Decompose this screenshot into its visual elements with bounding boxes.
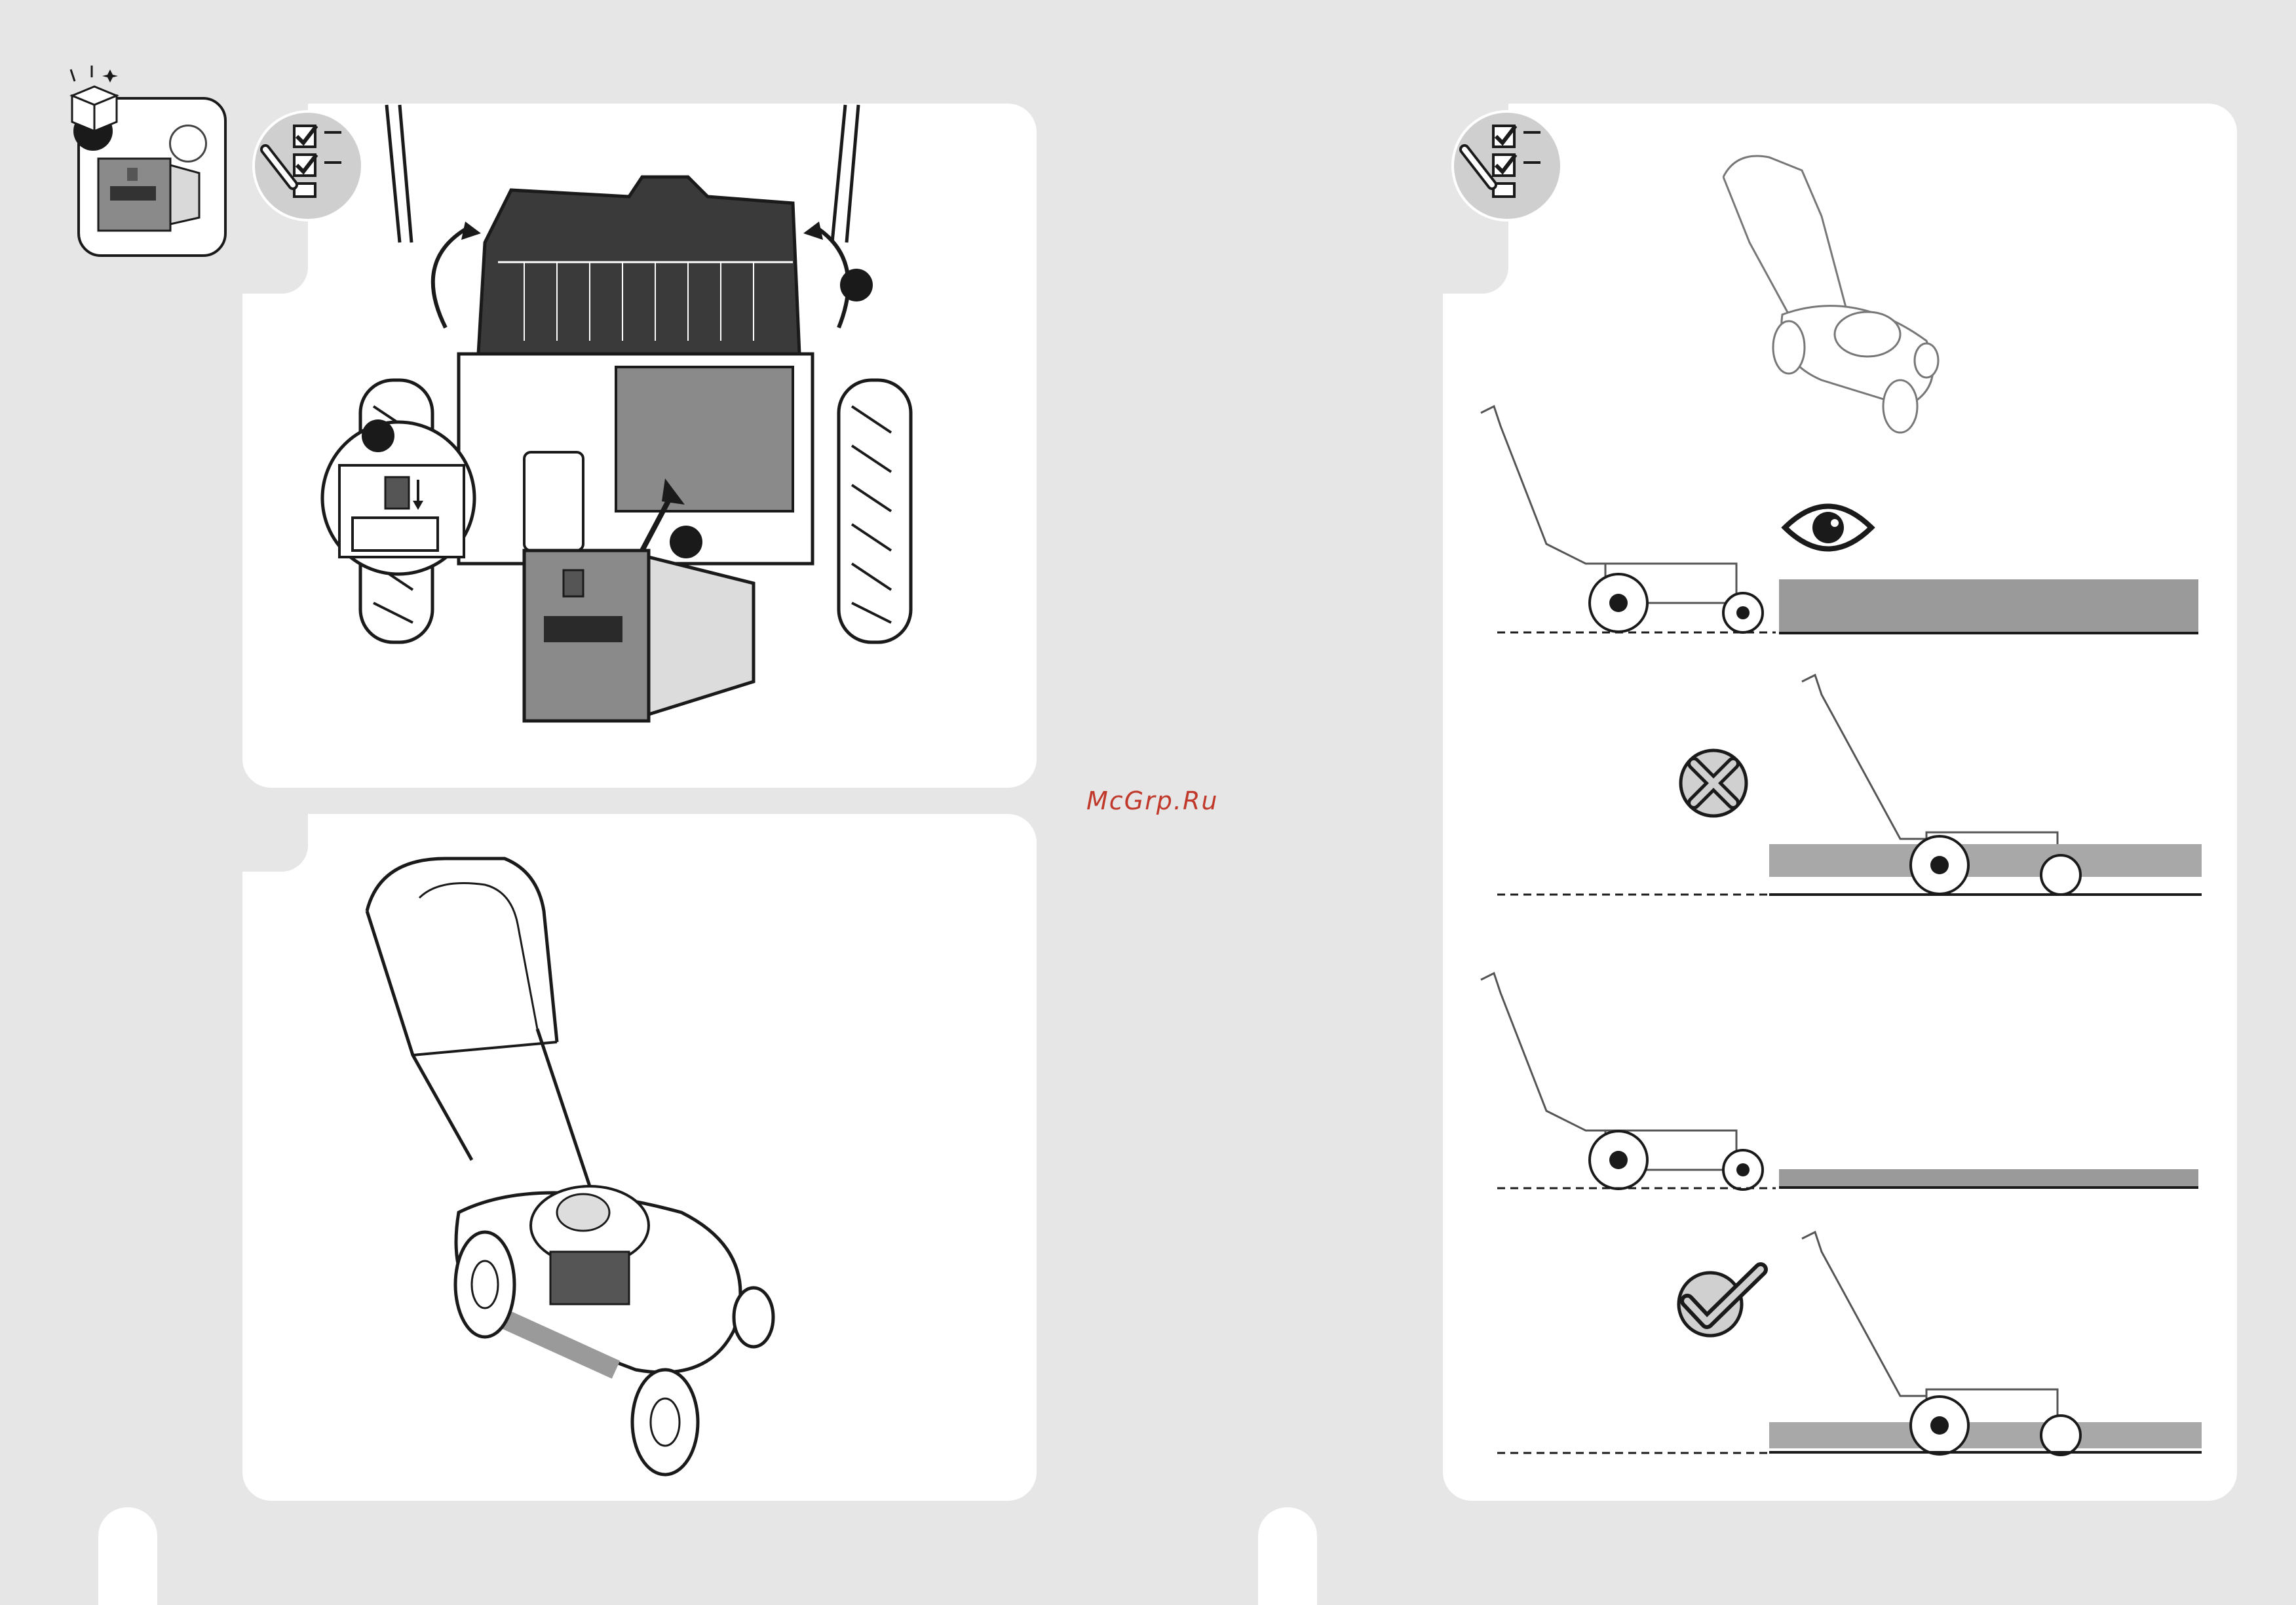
latch-detail-callout [320,419,477,577]
mower-side-row-4 [1769,1226,2202,1461]
ground-line-row-4 [1497,1451,1772,1455]
mower-perspective-illustration [341,845,930,1488]
step-marker-3 [840,269,873,301]
mower-side-row-2 [1769,668,2202,891]
step-marker-2 [670,526,702,558]
watermark-text: McGrp.Ru [1086,786,1218,815]
open-box-icon [52,63,138,148]
check-mark-icon [1674,1262,1772,1340]
cross-mark-icon [1677,747,1750,819]
eye-icon [1782,498,1874,557]
short-grass-strip [1779,1165,2198,1191]
page-number-tab-right [1258,1507,1317,1605]
mower-side-row-3 [1474,967,1776,1189]
page-number-tab-left [98,1507,157,1605]
panel-tab-notch-2 [242,814,308,872]
ground-line-row-2 [1497,893,1772,897]
mower-side-row-1 [1474,400,1776,636]
checklist-pen-icon-2 [1451,110,1563,222]
tall-grass-strip [1779,577,2198,636]
step-marker-1 [362,419,394,452]
mulch-plug-thumbnail [89,139,220,244]
